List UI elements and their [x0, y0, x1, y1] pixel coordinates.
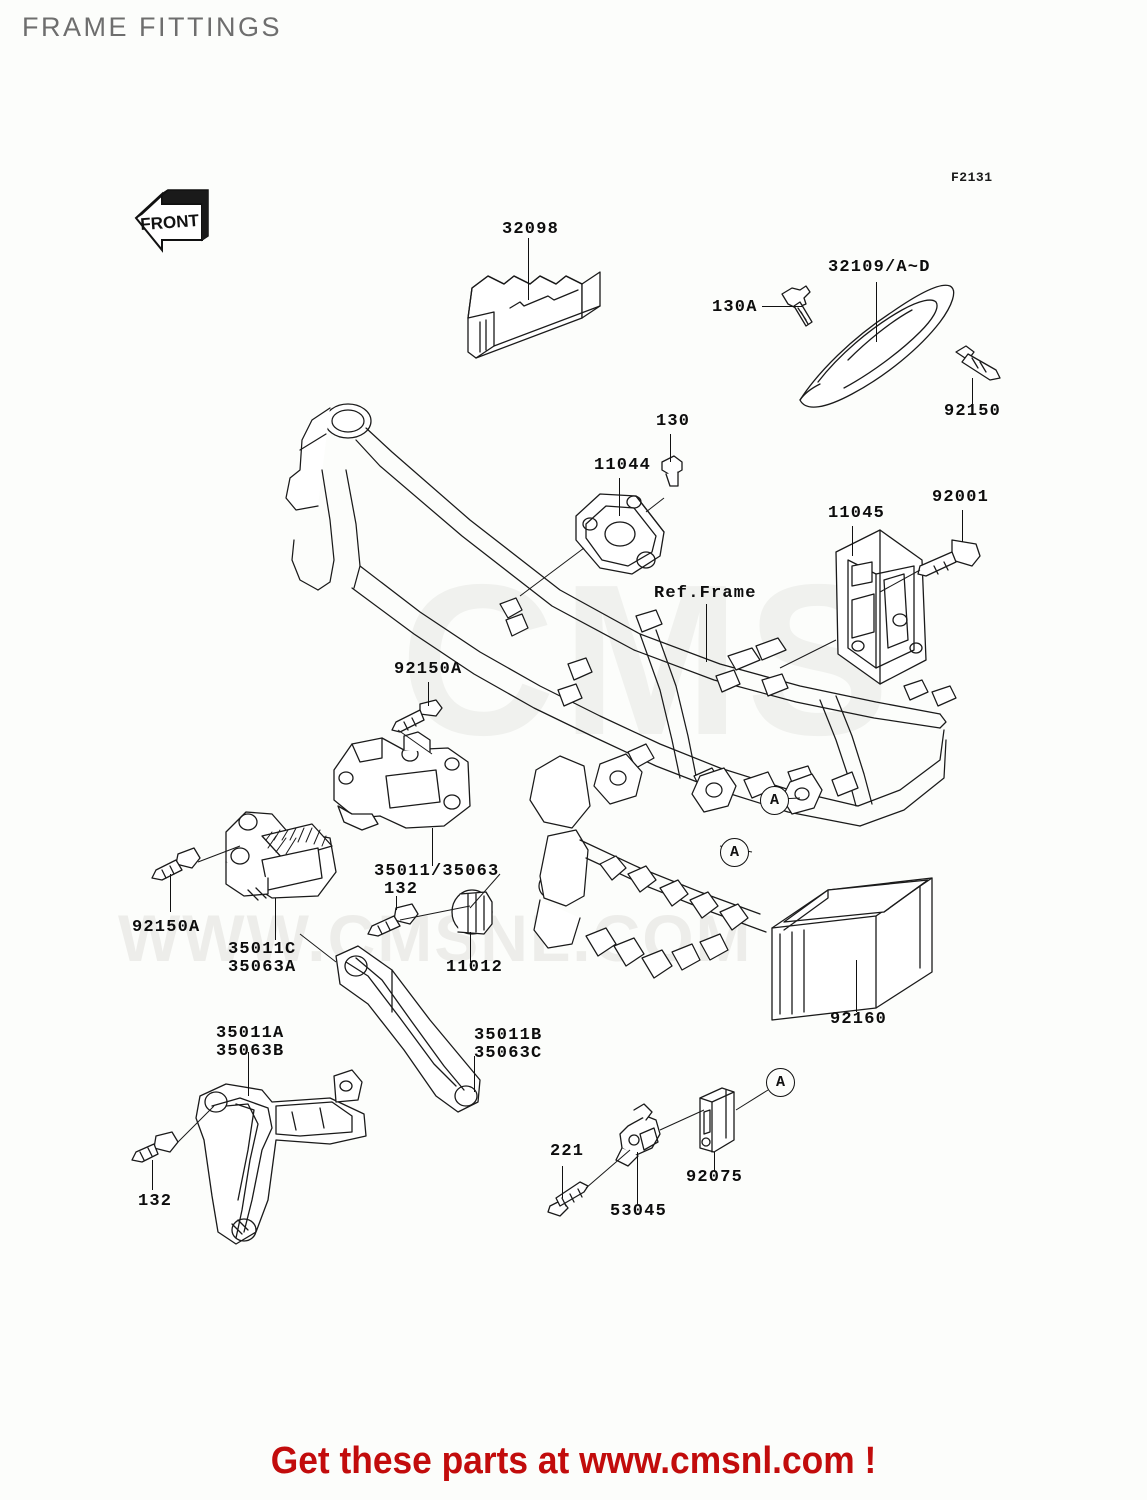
leader-92001	[962, 510, 963, 542]
part-label-53045: 53045	[610, 1202, 668, 1221]
part-shape-92150a-upper-bolt	[391, 699, 443, 733]
cms-logo-watermark: CMS	[400, 539, 896, 780]
leader-ref-frame	[706, 604, 707, 662]
leader-35011-35063	[432, 828, 433, 866]
part-label-92150a-upper: 92150A	[394, 660, 463, 679]
part-shape-130-bolt	[661, 455, 683, 487]
part-shape-11044	[575, 493, 665, 575]
part-shape-221-screw	[547, 1181, 589, 1217]
part-label-92150a-lower: 92150A	[132, 918, 201, 937]
leader-132-mid	[396, 896, 397, 910]
part-label-35063b: 35063B	[216, 1042, 285, 1061]
part-label-221: 221	[550, 1142, 585, 1161]
part-label-92160: 92160	[830, 1010, 888, 1029]
part-label-35063a: 35063A	[228, 958, 297, 977]
part-label-35011b: 35011B	[474, 1026, 543, 1045]
callout-a-frame-lower: A	[720, 838, 749, 867]
part-shape-92160	[771, 877, 933, 1021]
part-shape-92075	[699, 1087, 735, 1153]
part-label-35011a: 35011A	[216, 1024, 285, 1043]
leader-130a	[762, 306, 802, 307]
part-label-11012: 11012	[446, 958, 504, 977]
part-shape-11012	[451, 889, 493, 935]
leader-92150	[972, 378, 973, 406]
part-label-130: 130	[656, 412, 691, 431]
callout-a-damper: A	[766, 1068, 795, 1097]
part-shape-35011c-35063a	[225, 811, 337, 901]
callout-a-frame-upper: A	[760, 786, 789, 815]
leader-132-low	[152, 1160, 153, 1190]
figure-code: F2131	[951, 170, 993, 185]
part-label-11045: 11045	[828, 504, 886, 523]
leader-92075	[714, 1152, 715, 1172]
leader-92150a-lower	[170, 874, 171, 912]
part-shape-11045	[835, 529, 927, 685]
reference-frame-label: Ref.Frame	[654, 584, 757, 603]
part-shape-92001-bolt	[917, 539, 981, 577]
leader-132-to-cap	[399, 905, 471, 921]
part-shape-92150a-lower-bolt	[151, 847, 201, 881]
part-shape-132-low-bolt	[131, 1131, 179, 1163]
part-label-35011c: 35011C	[228, 940, 297, 959]
part-label-11044: 11044	[594, 456, 652, 475]
leader-92001-to-bracket	[879, 569, 921, 593]
leader-32098	[528, 238, 529, 300]
part-label-35011-35063: 35011/35063	[374, 862, 500, 881]
part-label-32109: 32109/A~D	[828, 258, 931, 277]
leader-11044-to-frame	[519, 547, 585, 597]
leader-92150a-lower-to-peg	[197, 845, 241, 863]
leader-132-low-to-hanger	[177, 1105, 215, 1143]
front-label: FRONT	[140, 211, 200, 234]
leader-35011c	[275, 898, 276, 940]
leader-92150a-upper	[428, 682, 429, 706]
leader-221	[562, 1166, 563, 1198]
part-label-92001: 92001	[932, 488, 990, 507]
cmsnl-url-watermark: WWW.CMSNL.COM	[118, 901, 753, 975]
part-shape-35011a-35063b	[195, 1069, 367, 1245]
leader-11044	[619, 478, 620, 516]
leader-92075-to-callout	[735, 1089, 769, 1111]
leader-armbracket-to-frame	[299, 933, 337, 963]
part-shape-53045	[615, 1103, 661, 1167]
footer-cta[interactable]: Get these parts at www.cmsnl.com !	[270, 1440, 877, 1482]
part-label-32098: 32098	[502, 220, 560, 239]
page-title: FRAME FITTINGS	[22, 12, 282, 42]
leader-11012	[470, 932, 471, 962]
leader-11045	[852, 526, 853, 556]
leader-53045	[637, 1152, 638, 1204]
part-label-35063c: 35063C	[474, 1044, 543, 1063]
leader-130-to-bracket	[645, 497, 665, 513]
part-label-132-low: 132	[138, 1192, 173, 1211]
part-shape-35011-35063	[333, 731, 471, 831]
leader-35011a	[248, 1052, 249, 1096]
part-shape-32098	[467, 271, 601, 359]
part-shape-132-mid-bolt	[367, 903, 419, 937]
part-shape-92150-bolt	[955, 345, 1001, 381]
part-label-130a: 130A	[712, 298, 758, 317]
leader-11045-to-frame	[779, 639, 837, 669]
leader-35011b	[474, 1056, 475, 1092]
part-label-92150: 92150	[944, 402, 1002, 421]
part-label-132-mid: 132	[384, 880, 419, 899]
leader-53045-to-damper	[659, 1109, 705, 1131]
leader-92150a-to-bracket	[397, 729, 433, 755]
leader-32109	[876, 282, 877, 342]
leader-221-to-latch	[585, 1149, 631, 1189]
part-label-92075: 92075	[686, 1168, 744, 1187]
leader-130	[670, 434, 671, 462]
front-direction-indicator: FRONT	[128, 188, 210, 260]
leader-92160	[856, 960, 857, 1012]
